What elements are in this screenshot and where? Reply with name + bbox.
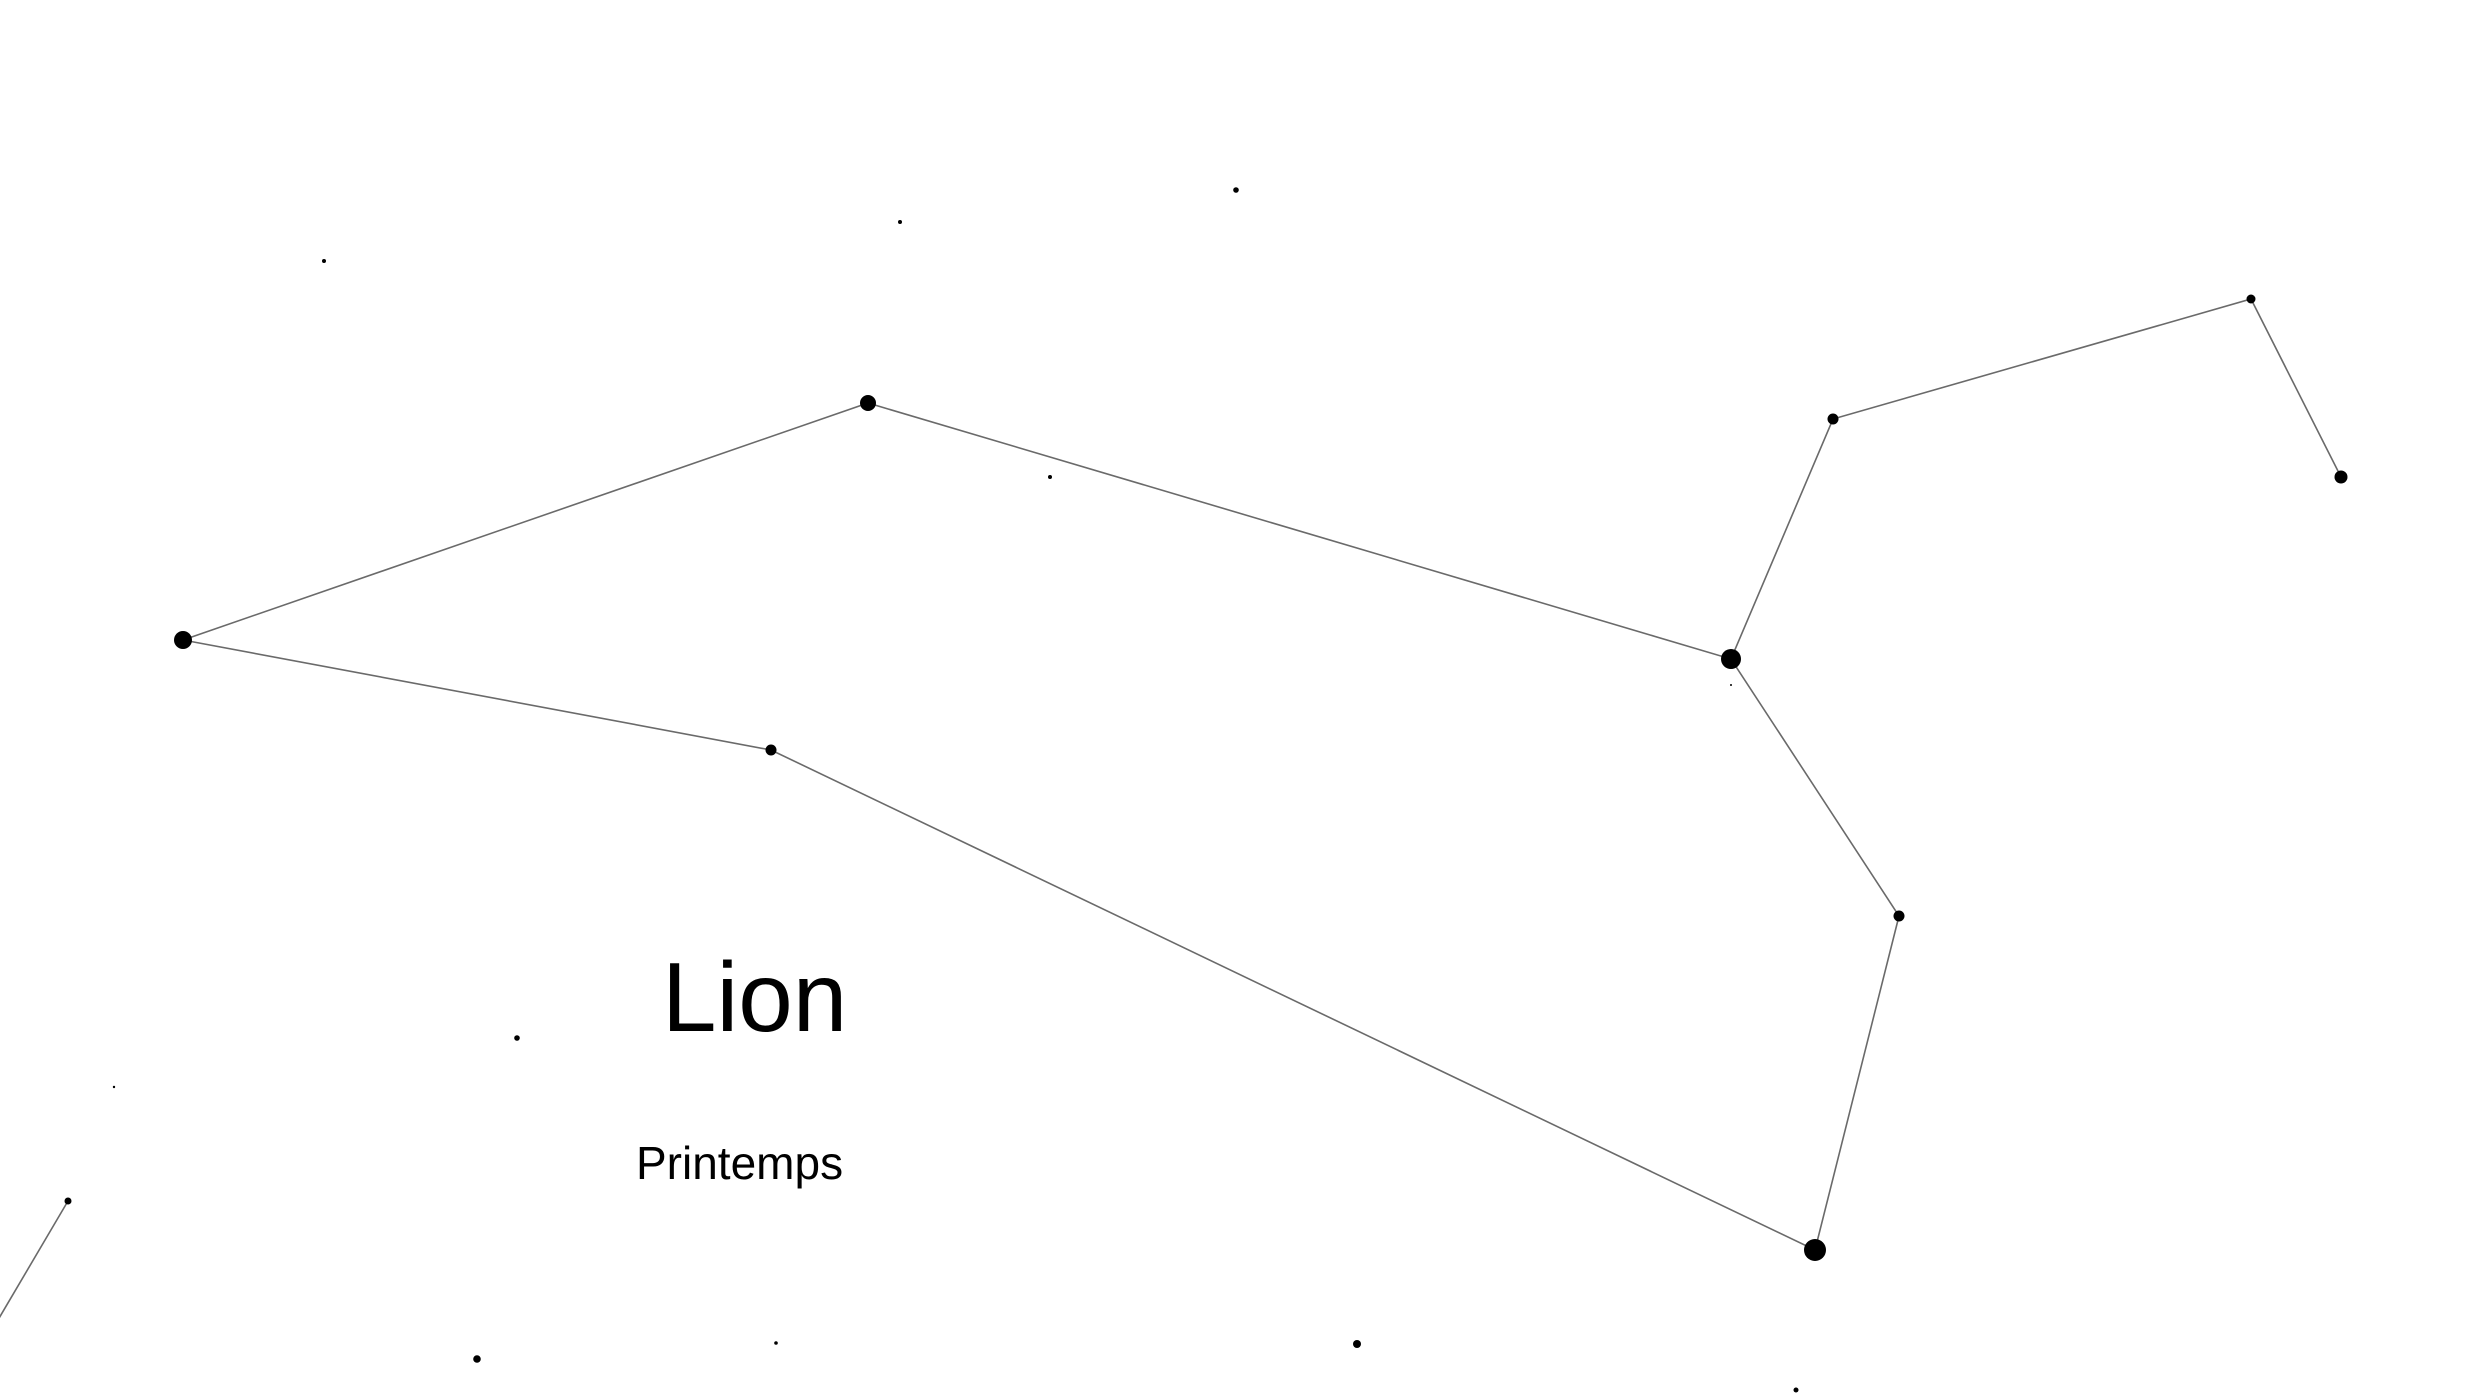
star [860, 395, 876, 411]
star [2334, 470, 2348, 484]
star [174, 631, 192, 649]
star [473, 1355, 481, 1363]
star [898, 220, 902, 224]
star [64, 1197, 72, 1205]
star [322, 259, 326, 263]
constellation-name: Lion [662, 942, 848, 1052]
star [2246, 294, 2256, 304]
constellation-line [0, 1200, 69, 1319]
constellation-lines [0, 298, 2342, 1319]
stars [64, 187, 2348, 1393]
star [1827, 413, 1839, 425]
season-label: Printemps [636, 1137, 844, 1189]
constellation-line [182, 402, 1900, 1252]
constellation-line [1730, 298, 2342, 660]
star [1893, 910, 1905, 922]
star [514, 1035, 520, 1041]
star [1353, 1340, 1361, 1348]
star [765, 744, 777, 756]
star [1721, 649, 1741, 669]
star [1048, 475, 1052, 479]
star [1793, 1387, 1799, 1393]
star [1233, 187, 1239, 193]
star [112, 1085, 116, 1089]
star [1730, 684, 1732, 686]
star [774, 1341, 778, 1345]
star [1804, 1239, 1826, 1261]
